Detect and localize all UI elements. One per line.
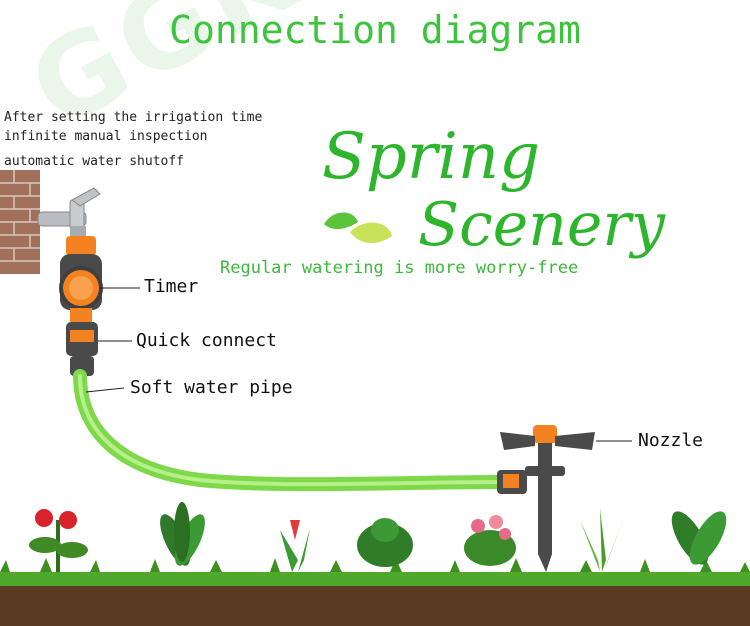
grass xyxy=(0,572,750,586)
grass-plant xyxy=(580,508,624,572)
leafy-plant-1 xyxy=(160,502,205,566)
label-timer: Timer xyxy=(144,276,199,297)
plants xyxy=(29,502,727,572)
brand-word-spring: Spring xyxy=(322,120,541,194)
nozzle-sprinkler xyxy=(497,425,595,572)
rose-plant xyxy=(29,509,88,572)
soil xyxy=(0,580,750,626)
leaf-icon xyxy=(324,212,392,244)
brand-word-scenery: Scenery xyxy=(418,190,665,260)
brick-wall xyxy=(0,170,40,274)
note-line-3: automatic water shutoff xyxy=(4,154,185,169)
label-nozzle: Nozzle xyxy=(638,430,704,451)
faucet xyxy=(37,187,101,238)
note-line-2: infinite manual inspection xyxy=(4,129,208,144)
page-title: Connection diagram xyxy=(169,8,581,52)
quick-connect xyxy=(66,322,98,376)
brand-tagline: Regular watering is more worry-free xyxy=(220,258,579,278)
flower-plant xyxy=(464,515,516,566)
timer-device xyxy=(59,236,103,322)
grass-blades xyxy=(0,558,750,572)
label-leaders xyxy=(85,287,632,442)
leafy-plant-2 xyxy=(357,518,413,567)
label-soft-water-pipe: Soft water pipe xyxy=(130,377,293,398)
leafy-plant-3 xyxy=(671,511,727,565)
bromeliad-plant xyxy=(280,520,310,572)
label-quick-connect: Quick connect xyxy=(136,330,277,351)
note-line-1: After setting the irrigation time xyxy=(4,110,263,125)
